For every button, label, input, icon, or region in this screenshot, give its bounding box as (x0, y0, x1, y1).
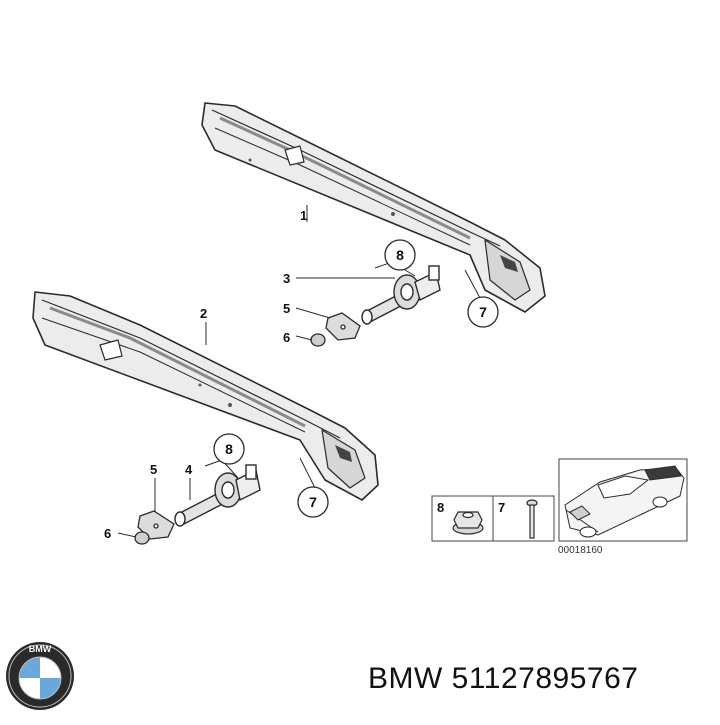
footer-caption: BMW 51127895767 (368, 662, 639, 695)
callout-7-upper: 7 (467, 296, 499, 328)
flange-nut-icon (452, 511, 484, 535)
upper-gasket (325, 312, 361, 341)
callout-8-upper: 8 (384, 239, 416, 271)
parts-box-label-8: 8 (437, 500, 444, 515)
callout-8-upper-label: 8 (396, 247, 404, 263)
parts-box-label-7: 7 (498, 500, 505, 515)
callout-7-lower-label: 7 (309, 494, 317, 510)
callout-7-lower: 7 (297, 486, 329, 518)
callout-8-lower-label: 8 (225, 441, 233, 457)
callout-6-upper: 6 (283, 330, 290, 345)
callout-7-upper-label: 7 (479, 304, 487, 320)
lower-nut (134, 531, 150, 545)
diagram-code: 00018160 (558, 545, 603, 556)
upper-crash-absorber (361, 265, 441, 325)
callout-2: 2 (200, 306, 207, 321)
svg-text:BMW: BMW (29, 644, 52, 654)
lower-gasket (137, 510, 175, 540)
clip-screw-icon (526, 499, 538, 539)
upper-nut (310, 333, 326, 347)
callout-1: 1 (300, 208, 307, 223)
small-parts-box: 8 7 (431, 495, 555, 542)
car-icon (564, 465, 685, 538)
bmw-logo-icon: BMW (6, 642, 74, 710)
callout-6-lower: 6 (104, 526, 111, 541)
lower-bumper-carrier (32, 291, 379, 501)
vehicle-locator-box: 00018160 (558, 458, 688, 556)
lower-crash-absorber (174, 464, 261, 527)
callout-4: 4 (185, 462, 193, 477)
callout-3: 3 (283, 271, 290, 286)
callout-5-upper: 5 (283, 301, 290, 316)
callout-5-lower: 5 (150, 462, 157, 477)
callout-8-lower: 8 (213, 433, 245, 465)
upper-bumper-carrier (201, 102, 546, 313)
